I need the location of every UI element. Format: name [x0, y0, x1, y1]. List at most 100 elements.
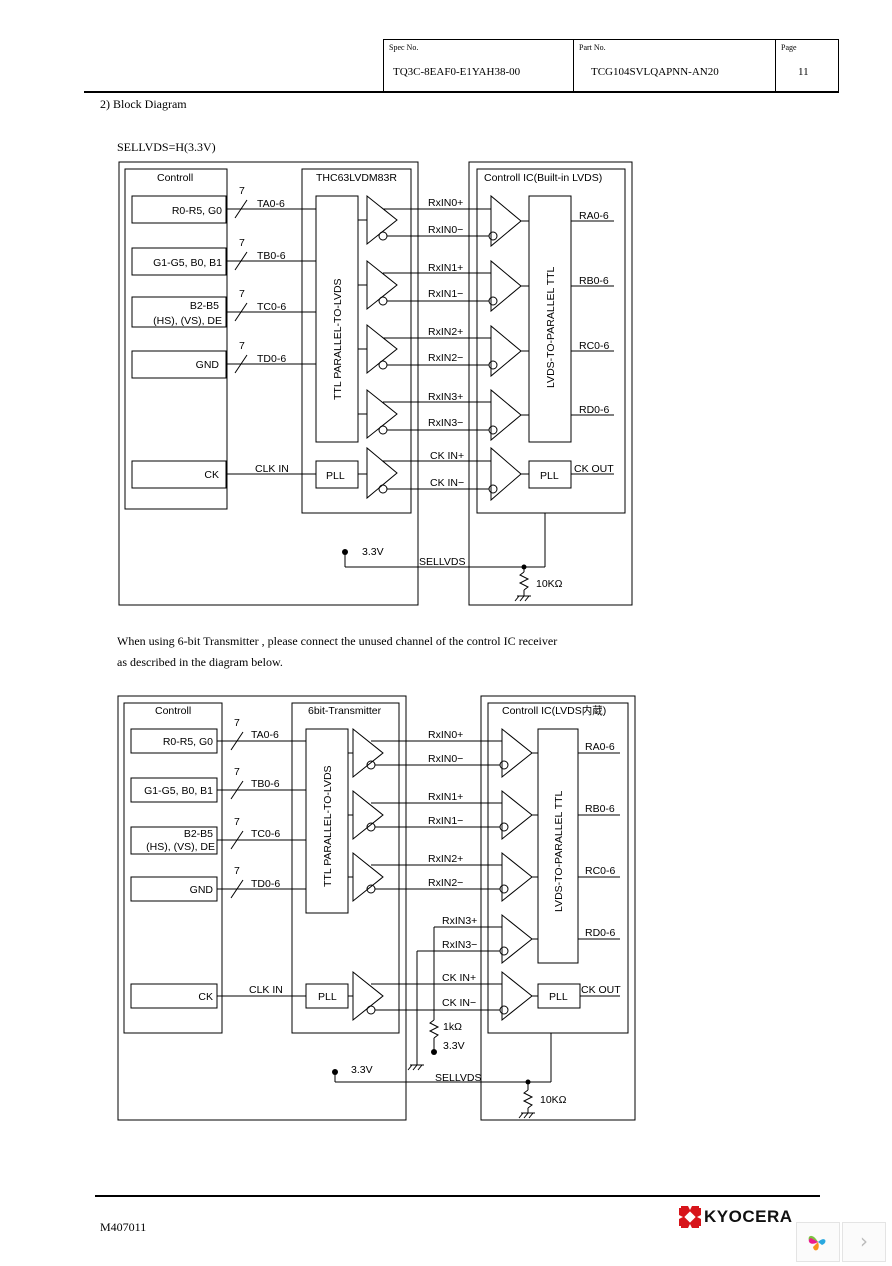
tx-signal-label: TA0-6: [251, 729, 279, 741]
pinwheel-icon: [808, 1235, 826, 1251]
tx-block-label: TTL PARALLEL-TO-LVDS: [332, 278, 344, 400]
tx-pll-label: PLL: [318, 991, 337, 1003]
lvds-line-label: RxIN3+: [428, 391, 463, 403]
sellvds-label: SELLVDS: [419, 556, 466, 568]
tx-signal-label: TD0-6: [257, 353, 286, 365]
rx-pll-label: PLL: [549, 991, 568, 1003]
tx-signal-label: TC0-6: [257, 301, 286, 313]
lvds-line-label: CK IN+: [430, 450, 464, 462]
input-label: G1-G5, B0, B1: [144, 785, 213, 797]
viewer-badge: [796, 1222, 840, 1262]
input-label: B2-B5: [190, 300, 219, 312]
tx-signal-label: TB0-6: [257, 250, 286, 262]
lvds-line-label: CK IN−: [430, 477, 464, 489]
lvds-line-label: RxIN1−: [428, 815, 463, 827]
lvds-line-label: RxIN0−: [428, 753, 463, 765]
bus-width-label: 7: [234, 766, 240, 778]
supply-label: 3.3V: [362, 546, 384, 558]
rx-output-label: RB0-6: [579, 275, 609, 287]
transmitter-title-2: 6bit-Transmitter: [308, 705, 382, 717]
rx-output-label: RD0-6: [579, 404, 610, 416]
sellvds-condition: SELLVDS=H(3.3V): [117, 140, 216, 154]
doc-code: M407011: [100, 1220, 147, 1234]
note-line: as described in the diagram below.: [117, 655, 283, 669]
transmitter-title-1: THC63LVDM83R: [316, 172, 397, 184]
rx-output-label: RC0-6: [579, 340, 610, 352]
rx-output-label: CK OUT: [581, 984, 621, 996]
rx-pll-label: PLL: [540, 470, 559, 482]
kyocera-logo: KYOCERA: [679, 1206, 793, 1228]
lvds-line-label: RxIN2−: [428, 352, 463, 364]
tx-signal-label: CLK IN: [255, 463, 289, 475]
lvds-line-label: RxIN0+: [428, 729, 463, 741]
bus-width-label: 7: [234, 816, 240, 828]
receiver-title-1: Controll IC(Built-in LVDS): [484, 172, 602, 184]
page-number: 11: [798, 66, 809, 78]
footer-rule: [95, 1195, 820, 1197]
input-label: R0-R5, G0: [163, 736, 213, 748]
rx-output-label: RA0-6: [585, 741, 615, 753]
bus-width-label: 7: [239, 185, 245, 197]
input-label: (HS), (VS), DE: [153, 315, 222, 327]
lvds-line-label: RxIN0+: [428, 197, 463, 209]
lvds-line-label: RxIN1+: [428, 262, 463, 274]
lvds-line-label: RxIN2+: [428, 326, 463, 338]
bus-width-label: 7: [239, 237, 245, 249]
input-label: R0-R5, G0: [172, 205, 222, 217]
pullup-resistor-label: 1kΩ: [443, 1021, 462, 1033]
controll-title-1: Controll: [157, 172, 193, 184]
lvds-line-label: RxIN1−: [428, 288, 463, 300]
resistor-label: 10KΩ: [540, 1094, 567, 1106]
lvds-line-label: CK IN+: [442, 972, 476, 984]
lvds-line-label: RxIN1+: [428, 791, 463, 803]
lvds-line-label: RxIN3+: [442, 915, 477, 927]
bus-width-label: 7: [239, 340, 245, 352]
input-label: GND: [196, 359, 220, 371]
page-label: Page: [781, 43, 797, 52]
input-label: (HS), (VS), DE: [146, 841, 215, 853]
sellvds-label: SELLVDS: [435, 1072, 482, 1084]
pullup-supply-label: 3.3V: [443, 1040, 465, 1052]
rx-output-label: RD0-6: [585, 927, 616, 939]
bus-width-label: 7: [234, 717, 240, 729]
rx-block-label: LVDS-TO-PARALLEL TTL: [545, 266, 557, 388]
bus-width-label: 7: [234, 865, 240, 877]
spec-cell: Spec No. TQ3C-8EAF0-E1YAH38-00: [383, 39, 574, 93]
rx-block-label: LVDS-TO-PARALLEL TTL: [553, 790, 565, 912]
next-page-button[interactable]: ›: [842, 1222, 886, 1262]
kyocera-mark-icon: [679, 1206, 701, 1228]
part-cell: Part No. TCG104SVLQAPNN-AN20: [573, 39, 776, 93]
part-label: Part No.: [579, 43, 606, 52]
lvds-line-label: RxIN0−: [428, 224, 463, 236]
lvds-line-label: CK IN−: [442, 997, 476, 1009]
tx-pll-label: PLL: [326, 470, 345, 482]
section-title: 2) Block Diagram: [100, 97, 187, 111]
part-value: TCG104SVLQAPNN-AN20: [591, 66, 719, 78]
controll-title-2: Controll: [155, 705, 191, 717]
header-table: Spec No. TQ3C-8EAF0-E1YAH38-00 Part No. …: [383, 39, 839, 93]
tx-signal-label: TD0-6: [251, 878, 280, 890]
spec-label: Spec No.: [389, 43, 419, 52]
input-label: GND: [190, 884, 214, 896]
input-label: CK: [198, 991, 213, 1003]
resistor-label: 10KΩ: [536, 578, 563, 590]
note-line: When using 6-bit Transmitter , please co…: [117, 634, 558, 648]
supply-label: 3.3V: [351, 1064, 373, 1076]
lvds-line-label: RxIN2+: [428, 853, 463, 865]
input-label: CK: [204, 469, 219, 481]
lvds-line-label: RxIN2−: [428, 877, 463, 889]
tx-signal-label: TA0-6: [257, 198, 285, 210]
tx-signal-label: TC0-6: [251, 828, 280, 840]
tx-block-label: TTL PARALLEL-TO-LVDS: [322, 765, 334, 887]
rx-output-label: RC0-6: [585, 865, 616, 877]
brand-name: KYOCERA: [704, 1207, 793, 1226]
rx-output-label: RB0-6: [585, 803, 615, 815]
lvds-line-label: RxIN3−: [442, 939, 477, 951]
rx-output-label: RA0-6: [579, 210, 609, 222]
bus-width-label: 7: [239, 288, 245, 300]
lvds-line-label: RxIN3−: [428, 417, 463, 429]
tx-signal-label: CLK IN: [249, 984, 283, 996]
rx-output-label: CK OUT: [574, 463, 614, 475]
